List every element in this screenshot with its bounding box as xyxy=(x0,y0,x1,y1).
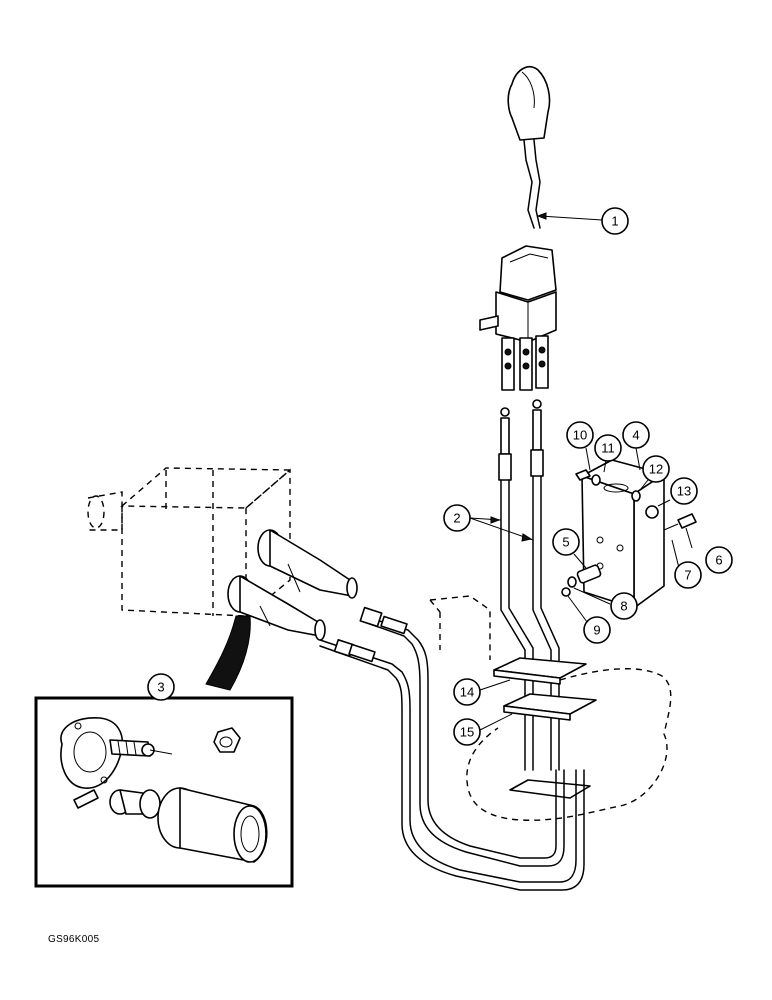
console-outline xyxy=(429,595,491,660)
callout-2: 2 xyxy=(443,504,471,532)
callout-13-label: 13 xyxy=(677,484,691,499)
mounting-plates xyxy=(493,657,597,799)
callout-3: 3 xyxy=(147,673,175,701)
callout-5: 5 xyxy=(552,528,580,556)
callout-9-label: 9 xyxy=(593,623,600,638)
callout-4: 4 xyxy=(622,421,650,449)
callout-9: 9 xyxy=(583,616,611,644)
callout-15-label: 15 xyxy=(460,725,474,740)
callout-15: 15 xyxy=(453,718,481,746)
callout-1: 1 xyxy=(601,207,629,235)
control-lever xyxy=(507,66,551,229)
callout-6: 6 xyxy=(705,546,733,574)
callout-12: 12 xyxy=(642,455,670,483)
callout-13: 13 xyxy=(670,477,698,505)
callout-10-label: 10 xyxy=(573,428,587,443)
callout-8-label: 8 xyxy=(620,599,627,614)
callout-14: 14 xyxy=(453,678,481,706)
cable-routing xyxy=(319,606,585,891)
callout-5-label: 5 xyxy=(562,535,569,550)
callout-11-label: 11 xyxy=(601,441,615,456)
detail-inset xyxy=(34,615,294,888)
callout-4-label: 4 xyxy=(632,428,639,443)
callout-3-label: 3 xyxy=(157,680,164,695)
callout-11: 11 xyxy=(594,434,622,462)
drawing-reference: GS96K005 xyxy=(48,934,100,945)
callout-7-label: 7 xyxy=(684,568,691,583)
hardware xyxy=(561,469,697,597)
callout-14-label: 14 xyxy=(460,685,474,700)
callout-1-label: 1 xyxy=(611,214,618,229)
floor-cutout xyxy=(466,668,672,821)
callout-2-label: 2 xyxy=(453,511,460,526)
joystick-valve xyxy=(479,245,557,391)
callout-6-label: 6 xyxy=(715,553,722,568)
hydraulic-valve xyxy=(87,467,358,641)
callout-8: 8 xyxy=(610,592,638,620)
callout-10: 10 xyxy=(566,421,594,449)
callout-12-label: 12 xyxy=(649,462,663,477)
callout-7: 7 xyxy=(674,561,702,589)
